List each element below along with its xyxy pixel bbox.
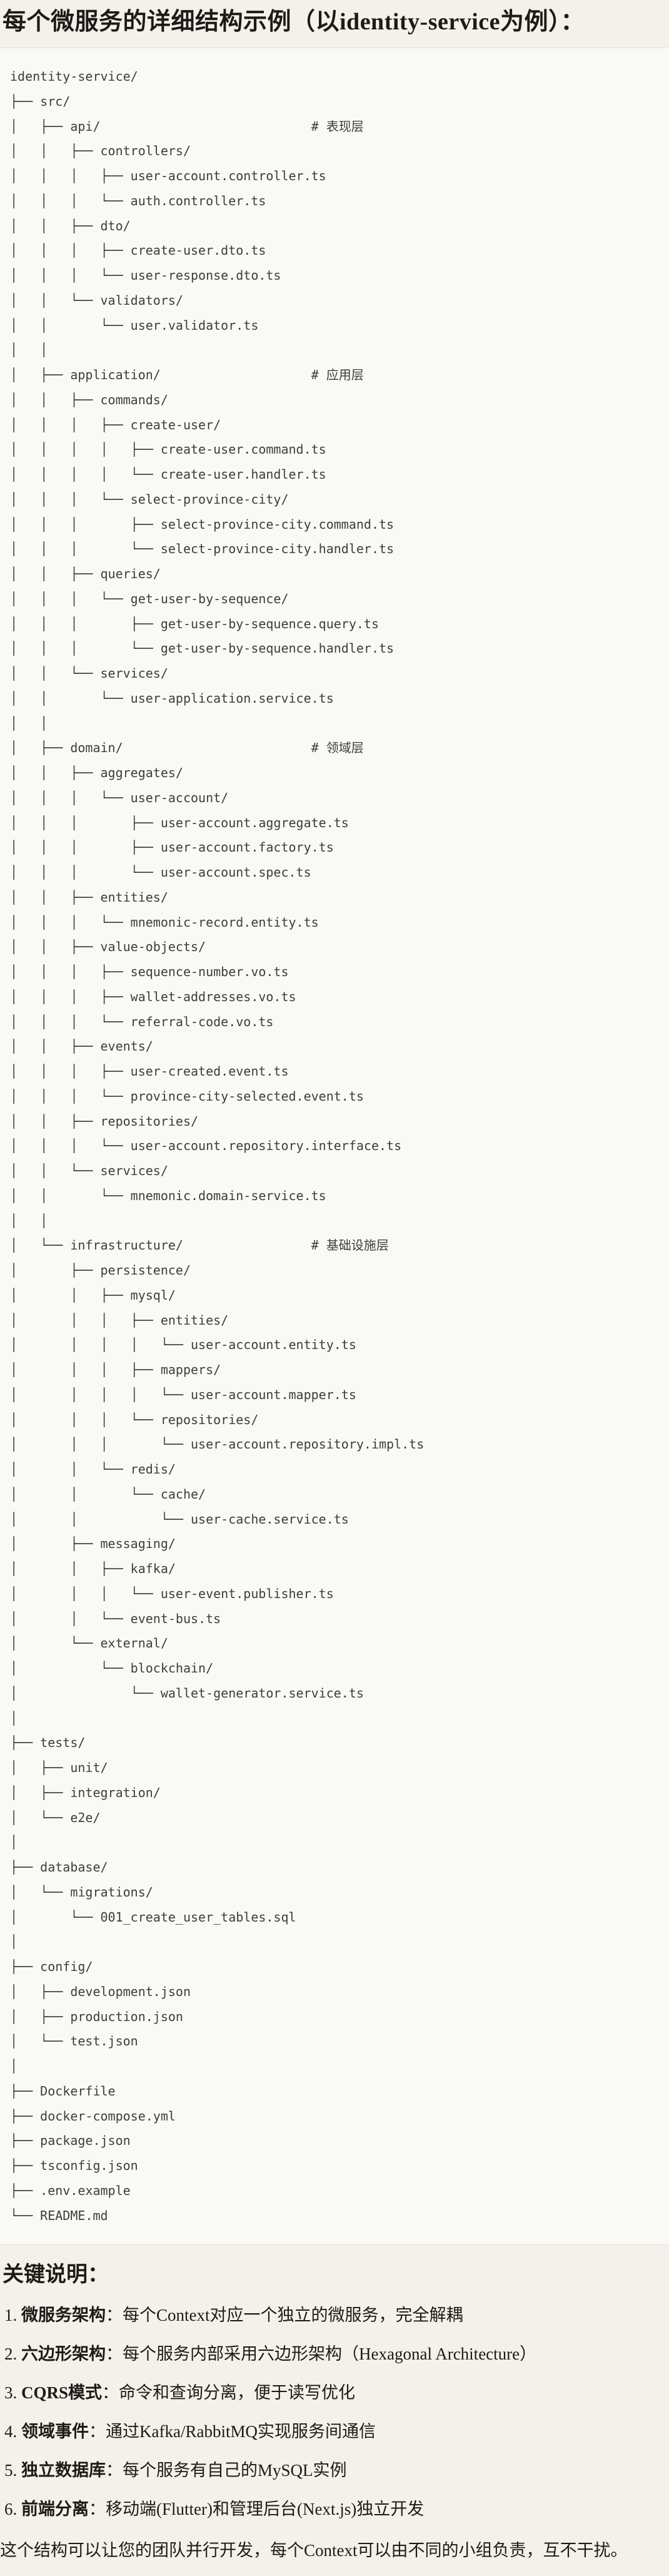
note-text: ：移动端(Flutter)和管理后台(Next.js)独立开发 <box>89 2500 425 2519</box>
notes-list: 1. 微服务架构：每个Context对应一个独立的微服务，完全解耦 2. 六边形架… <box>0 2303 669 2522</box>
note-text: ：通过Kafka/RabbitMQ实现服务间通信 <box>89 2422 376 2441</box>
note-number: 2. <box>4 2344 18 2364</box>
notes-section: 关键说明： 1. 微服务架构：每个Context对应一个独立的微服务，完全解耦 2… <box>0 2261 669 2563</box>
note-text: ：每个Context对应一个独立的微服务，完全解耦 <box>106 2306 463 2325</box>
note-label: CQRS模式 <box>21 2383 103 2403</box>
note-text: ：命令和查询分离，便于读写优化 <box>102 2383 356 2403</box>
note-label: 领域事件 <box>21 2422 89 2441</box>
note-item: 1. 微服务架构：每个Context对应一个独立的微服务，完全解耦 <box>4 2303 669 2328</box>
note-item: 4. 领域事件：通过Kafka/RabbitMQ实现服务间通信 <box>4 2419 669 2444</box>
directory-tree-code-block: identity-service/ ├── src/ │ ├── api/ # … <box>0 48 669 2246</box>
notes-heading: 关键说明： <box>3 2263 109 2287</box>
page-title: 每个微服务的详细结构示例（以identity-service为例）： <box>3 9 585 35</box>
note-number: 4. <box>4 2422 18 2441</box>
closing-paragraph: 这个结构可以让您的团队并行开发，每个Context可以由不同的小组负责，互不干扰… <box>0 2541 628 2560</box>
note-number: 3. <box>4 2383 18 2403</box>
directory-tree: identity-service/ ├── src/ │ ├── api/ # … <box>10 69 425 2223</box>
note-item: 3. CQRS模式：命令和查询分离，便于读写优化 <box>4 2380 669 2405</box>
note-number: 5. <box>4 2461 18 2480</box>
note-number: 6. <box>4 2500 18 2519</box>
note-text: ：每个服务内部采用六边形架构（Hexagonal Architecture） <box>106 2344 537 2364</box>
note-text: ：每个服务有自己的MySQL实例 <box>106 2461 347 2480</box>
note-label: 微服务架构 <box>21 2306 106 2325</box>
note-item: 6. 前端分离：移动端(Flutter)和管理后台(Next.js)独立开发 <box>4 2497 669 2522</box>
note-label: 独立数据库 <box>21 2461 106 2480</box>
note-label: 六边形架构 <box>21 2344 106 2364</box>
note-item: 2. 六边形架构：每个服务内部采用六边形架构（Hexagonal Archite… <box>4 2341 669 2366</box>
note-label: 前端分离 <box>21 2500 89 2519</box>
note-item: 5. 独立数据库：每个服务有自己的MySQL实例 <box>4 2458 669 2483</box>
note-number: 1. <box>4 2306 18 2325</box>
